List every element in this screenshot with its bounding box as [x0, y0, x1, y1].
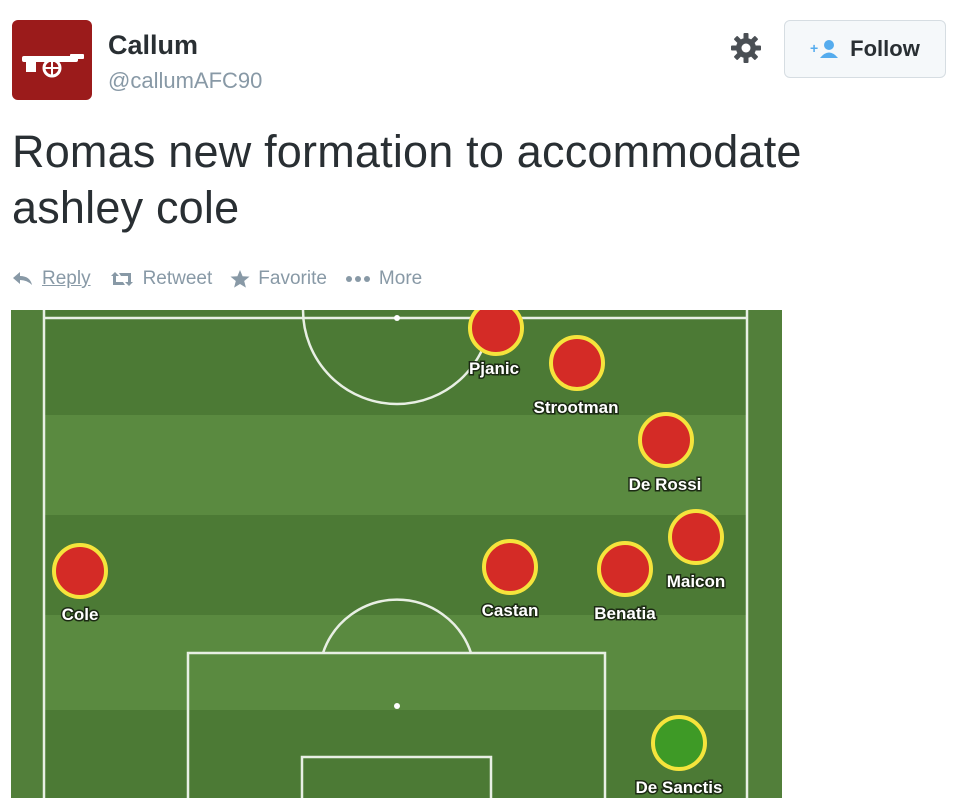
avatar[interactable] — [12, 20, 92, 100]
pitch-stripe — [44, 615, 747, 710]
player-name: De Sanctis — [636, 778, 723, 797]
reply-button[interactable]: Reply — [12, 268, 91, 290]
more-label: More — [378, 268, 423, 289]
favorite-button[interactable]: Favorite — [230, 268, 327, 290]
more-dots-icon — [345, 276, 370, 282]
penalty-spot — [394, 703, 400, 709]
player-name: Benatia — [594, 604, 656, 623]
retweet-label: Retweet — [142, 268, 213, 289]
player-name: De Rossi — [629, 475, 702, 494]
player-name: Cole — [62, 605, 99, 624]
player-name: Castan — [482, 601, 539, 620]
player-marker — [52, 543, 108, 599]
player-marker — [651, 715, 707, 771]
tweet-text: Romas new formation to accommodate ashle… — [12, 124, 912, 236]
user-handle[interactable]: @callumAFC90 — [108, 68, 263, 93]
player-name: Pjanic — [469, 359, 519, 378]
add-user-icon: + — [810, 38, 840, 60]
follow-button[interactable]: + Follow — [784, 20, 946, 78]
pitch-stripe — [44, 310, 747, 415]
player-marker — [549, 335, 605, 391]
player-marker — [468, 310, 524, 356]
tweet-actions: Reply Retweet Favorite More — [12, 264, 440, 294]
retweet-icon — [110, 272, 133, 286]
display-name[interactable]: Callum — [108, 30, 199, 60]
tweet-text-line: Romas new formation to accommodate — [12, 126, 802, 177]
player-marker — [638, 412, 694, 468]
cannon-icon — [22, 54, 84, 78]
more-button[interactable]: More — [345, 268, 422, 290]
center-spot — [394, 315, 400, 321]
player-marker — [482, 539, 538, 595]
gear-icon[interactable] — [728, 30, 764, 66]
pitch-stripes — [11, 310, 782, 798]
player-marker — [597, 541, 653, 597]
svg-text:+: + — [810, 40, 818, 56]
reply-icon — [13, 272, 32, 285]
follow-label: Follow — [850, 36, 920, 61]
favorite-label: Favorite — [258, 268, 327, 289]
player-marker — [668, 509, 724, 565]
player-name: Strootman — [534, 398, 619, 417]
reply-label: Reply — [42, 268, 91, 289]
tweet-text-line: ashley cole — [12, 182, 240, 233]
pitch-stripe — [44, 710, 747, 798]
star-icon — [230, 270, 250, 288]
retweet-button[interactable]: Retweet — [109, 268, 213, 290]
pitch-stripe — [44, 415, 747, 515]
player-name: Maicon — [667, 572, 726, 591]
